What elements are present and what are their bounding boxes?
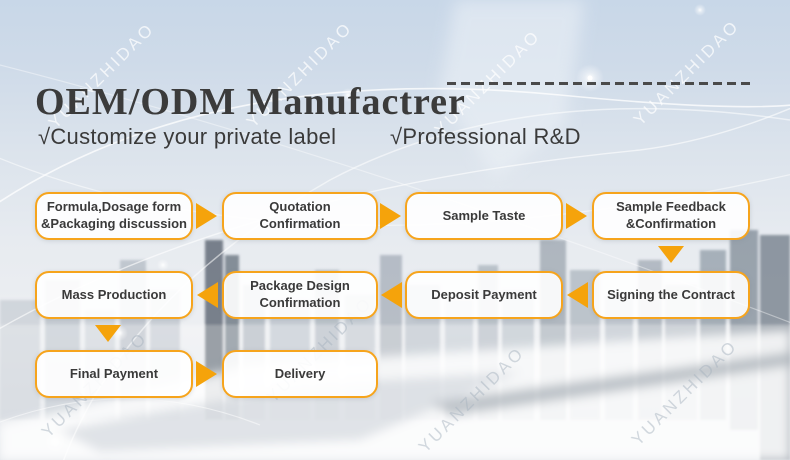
flow-step-package-design: Package Design Confirmation xyxy=(222,271,378,319)
flow-step-mass-production: Mass Production xyxy=(35,271,193,319)
arrow-right-icon xyxy=(196,361,217,387)
arrow-right-icon xyxy=(380,203,401,229)
flow-step-sample-feedback: Sample Feedback &Confirmation xyxy=(592,192,750,240)
flow-step-deposit-payment: Deposit Payment xyxy=(405,271,563,319)
feature-customize-label: √Customize your private label xyxy=(38,124,337,149)
flow-step-delivery: Delivery xyxy=(222,350,378,398)
arrow-left-icon xyxy=(381,282,402,308)
flow-step-final-payment: Final Payment xyxy=(35,350,193,398)
title-dash-line xyxy=(447,82,752,85)
flow-step-quotation-confirmation: Quotation Confirmation xyxy=(222,192,378,240)
feature-rd-label: √Professional R&D xyxy=(390,124,581,149)
arrow-right-icon xyxy=(196,203,217,229)
arrow-right-icon xyxy=(566,203,587,229)
flow-step-signing-contract: Signing the Contract xyxy=(592,271,750,319)
page-title: OEM/ODM Manufactrer xyxy=(35,81,466,124)
arrow-down-icon xyxy=(658,246,684,263)
flow-step-formula-discussion: Formula,Dosage form &Packaging discussio… xyxy=(35,192,193,240)
arrow-down-icon xyxy=(95,325,121,342)
flow-step-sample-taste: Sample Taste xyxy=(405,192,563,240)
arrow-left-icon xyxy=(567,282,588,308)
arrow-left-icon xyxy=(197,282,218,308)
